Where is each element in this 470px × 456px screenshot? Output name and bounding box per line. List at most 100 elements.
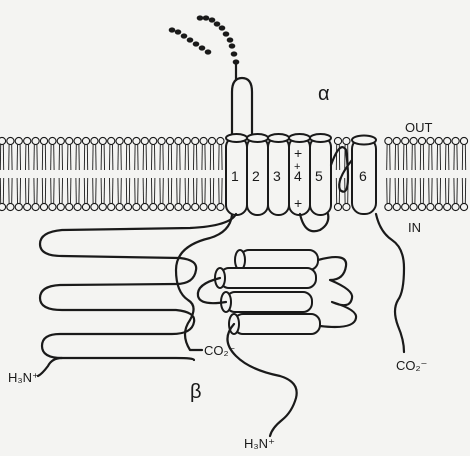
lipid-head [0,137,6,144]
lipid-head [74,137,81,144]
lipid-head [334,203,341,210]
beta-n-terminal-tail [227,324,296,436]
glycan-bead [187,37,194,42]
lipid-head [124,203,131,210]
lipid-head [175,137,182,144]
lipid-head [192,137,199,144]
helix-5-label: 5 [315,168,323,184]
glycan-bead [181,33,188,38]
glycan-bead [209,17,216,22]
lipid-head [32,137,39,144]
helix-3-label: 3 [273,168,281,184]
beta-c-terminus-label: CO₂⁻ [204,343,235,358]
lipid-head [343,203,350,210]
lipid-head [183,203,190,210]
glycan-bead [219,25,226,30]
lipid-head [133,137,140,144]
extracellular-loop [232,78,252,140]
lipid-head [99,203,106,210]
alpha-c-terminus-label: CO₂⁻ [396,358,427,373]
lipid-head [91,203,98,210]
lipid-head [343,137,350,144]
lipid-head [402,137,409,144]
alpha-c-terminal-tail [376,214,404,352]
lipid-head [217,137,224,144]
lipid-head [166,137,173,144]
helix-2-label: 2 [252,168,260,184]
loop-5-6 [331,147,352,192]
lipid-head [32,203,39,210]
lipid-head [158,137,165,144]
glycan-bead [231,51,238,56]
lipid-head [166,203,173,210]
lipid-head [192,203,199,210]
helix-1-label: 1 [231,168,239,184]
lipid-head [208,137,215,144]
lipid-head [175,203,182,210]
lipid-head [49,203,56,210]
lipid-head [57,203,64,210]
lipid-head [150,203,157,210]
lipid-head [334,137,341,144]
lipid-head [141,203,148,210]
lipid-head [66,203,73,210]
plus-bottom-label: + [294,195,302,211]
glycan-bead [197,15,204,20]
plus-top-label: + [294,145,302,161]
lipid-head [108,137,115,144]
out-label: OUT [405,120,433,135]
glycan-bead [214,21,221,26]
beta-right-loops [318,257,356,327]
lipid-head [0,203,6,210]
glycan-bead [227,37,234,42]
lipid-head [15,137,22,144]
lipid-head [418,203,425,210]
plus-mid-label: + [294,161,300,173]
beta-sandwich [215,250,320,334]
lipid-head [116,137,123,144]
lipid-head [91,137,98,144]
lipid-head [427,137,434,144]
lipid-head [133,203,140,210]
in-label: IN [408,220,421,235]
lipid-head [150,137,157,144]
glycan-bead [169,27,176,32]
lipid-head [393,203,400,210]
lipid-head [40,137,47,144]
beta-n-terminus-label: H₃N⁺ [244,436,275,451]
alpha-label: α [318,83,330,105]
lipid-head [208,203,215,210]
lipid-head [452,203,459,210]
alpha-n-terminus-label: H₃N⁺ [8,370,39,385]
lipid-head [49,137,56,144]
lipid-head [7,137,14,144]
lipid-head [435,137,442,144]
lipid-head [183,137,190,144]
lipid-head [435,203,442,210]
glycan-bead [205,49,212,54]
lipid-head [460,137,467,144]
alpha-n-terminal-loops [40,214,236,360]
lipid-head [444,203,451,210]
lipid-head [82,137,89,144]
glycan-bead [203,15,210,20]
lipid-head [108,203,115,210]
lipid-head [402,203,409,210]
lipid-head [460,203,467,210]
glycan-bead [199,45,206,50]
lipid-head [217,203,224,210]
lipid-head [141,137,148,144]
glycan-bead [229,43,236,48]
lipid-head [410,137,417,144]
glycan-bead [193,41,200,46]
lipid-head [385,137,392,144]
glycan-bead [233,59,240,64]
lipid-head [444,137,451,144]
lipid-head [418,137,425,144]
alpha-n-terminal-tail [38,358,62,376]
lipid-head [24,137,31,144]
lipid-head [99,137,106,144]
beta-label: β [190,381,202,403]
lipid-head [427,203,434,210]
